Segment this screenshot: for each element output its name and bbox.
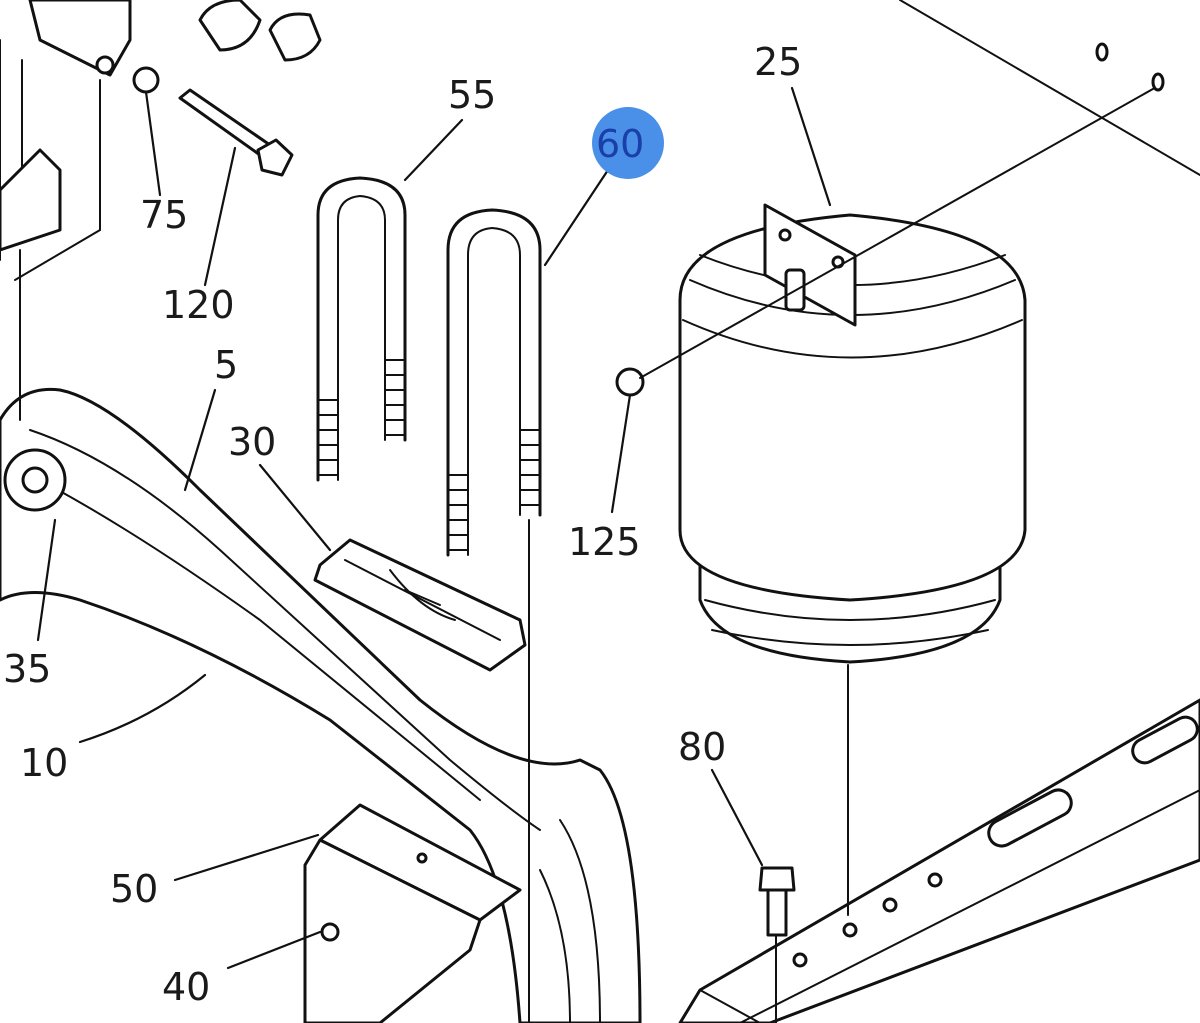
callout-5[interactable]: 5 <box>214 343 238 387</box>
callout-55[interactable]: 55 <box>448 73 496 117</box>
leader-lines <box>36 86 832 970</box>
callout-50[interactable]: 50 <box>110 867 158 911</box>
washer-75 <box>132 66 160 94</box>
callout-25[interactable]: 25 <box>754 40 802 84</box>
callout-75[interactable]: 75 <box>140 193 188 237</box>
callout-40[interactable]: 40 <box>162 965 210 1009</box>
u-bolt-55 <box>316 176 407 482</box>
bolt-120 <box>178 88 294 177</box>
spring-arm <box>0 387 642 1023</box>
upper-bracket <box>0 0 322 281</box>
callout-80[interactable]: 80 <box>678 725 726 769</box>
callout-35[interactable]: 35 <box>3 647 51 691</box>
callout-10[interactable]: 10 <box>20 741 68 785</box>
u-bolt-60 <box>446 208 542 557</box>
callout-120[interactable]: 120 <box>162 283 235 327</box>
assembly-axis-lines <box>19 0 1200 1023</box>
small-washer <box>1151 72 1165 92</box>
callout-125[interactable]: 125 <box>568 520 641 564</box>
bolt-80 <box>758 866 796 937</box>
callout-60[interactable]: 60 <box>596 122 644 166</box>
nut-125 <box>615 367 645 397</box>
spacer-30 <box>313 538 527 672</box>
callout-30[interactable]: 30 <box>228 420 276 464</box>
bracket-50 <box>303 803 522 1023</box>
selection-highlight <box>592 107 664 179</box>
frame-rail <box>678 698 1200 1023</box>
small-washer <box>1095 42 1109 62</box>
air-spring <box>678 203 1027 664</box>
